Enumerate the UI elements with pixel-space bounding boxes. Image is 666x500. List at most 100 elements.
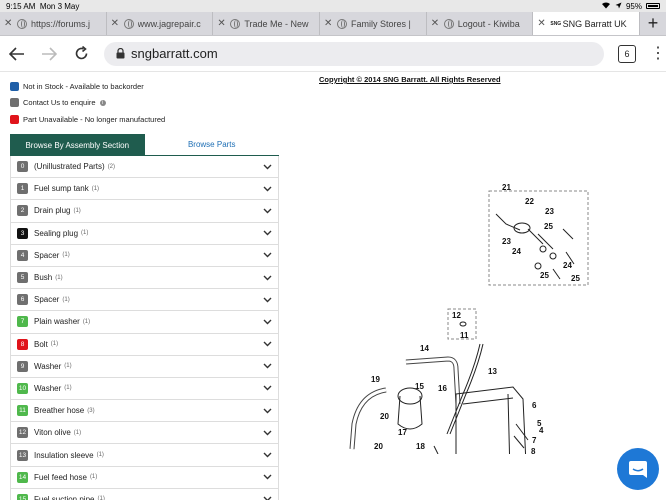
callout-13[interactable]: 13 xyxy=(488,367,497,376)
chevron-down-icon[interactable] xyxy=(263,474,272,480)
tab-label: Family Stores | xyxy=(351,18,411,29)
chevron-down-icon[interactable] xyxy=(263,408,272,414)
callout-20[interactable]: 20 xyxy=(380,412,389,421)
part-name: Spacer xyxy=(34,295,60,305)
back-button[interactable] xyxy=(8,45,26,63)
callout-25[interactable]: 25 xyxy=(544,222,553,231)
panel-tabs: Browse By Assembly Section Browse Parts xyxy=(10,134,279,156)
chevron-down-icon[interactable] xyxy=(263,430,272,436)
tab-label: www.jagrepair.c xyxy=(137,18,201,29)
close-tab-icon[interactable]: ✕ xyxy=(324,18,333,29)
callout-24[interactable]: 24 xyxy=(563,261,572,270)
tab-count-button[interactable]: 6 xyxy=(618,44,636,63)
fuel-feed-hose xyxy=(405,356,461,405)
callout-12[interactable]: 12 xyxy=(452,311,461,320)
part-count: (1) xyxy=(73,207,81,214)
callout-23[interactable]: 23 xyxy=(545,207,554,216)
legend-swatch xyxy=(10,81,19,91)
chevron-down-icon[interactable] xyxy=(263,186,272,192)
detail-clip-2 xyxy=(534,262,542,270)
callout-17[interactable]: 17 xyxy=(398,428,407,437)
sender-body xyxy=(397,395,423,430)
browser-tab-1[interactable]: ✕ https://forums.j xyxy=(0,12,107,35)
callout-11[interactable]: 11 xyxy=(460,331,469,340)
callout-8[interactable]: 8 xyxy=(531,447,536,454)
globe-icon xyxy=(230,18,241,29)
callout-19[interactable]: 19 xyxy=(371,375,380,384)
menu-button[interactable]: ⋮ xyxy=(650,45,666,62)
close-tab-icon[interactable]: ✕ xyxy=(217,18,226,29)
callout-23[interactable]: 23 xyxy=(502,237,511,246)
chevron-down-icon[interactable] xyxy=(263,297,272,303)
close-tab-icon[interactable]: ✕ xyxy=(430,18,440,29)
browser-tab-2[interactable]: ✕ www.jagrepair.c xyxy=(107,12,214,35)
chevron-down-icon[interactable] xyxy=(263,164,272,170)
callout-25[interactable]: 25 xyxy=(540,271,549,280)
callout-14[interactable]: 14 xyxy=(420,344,429,353)
info-icon[interactable]: i xyxy=(99,99,106,106)
parts-browser-panel: Browse By Assembly Section Browse Parts … xyxy=(10,134,279,500)
copyright-link[interactable]: Copyright © 2014 SNG Barratt. All Rights… xyxy=(319,75,501,84)
callout-20[interactable]: 20 xyxy=(374,442,383,451)
callout-15[interactable]: 15 xyxy=(415,382,424,391)
arrow-left-icon xyxy=(9,46,24,61)
tab-label: Trade Me - New xyxy=(244,18,309,29)
part-number-badge: 0 xyxy=(17,161,28,173)
close-tab-icon[interactable]: ✕ xyxy=(4,18,13,29)
url-bar[interactable]: sngbarratt.com xyxy=(104,41,604,66)
browser-tab-3[interactable]: ✕ Trade Me - New xyxy=(213,12,321,35)
legend-text: Contact Us to enquire xyxy=(23,98,96,108)
close-tab-icon[interactable]: ✕ xyxy=(110,18,120,29)
callout-22[interactable]: 22 xyxy=(525,197,534,206)
chevron-down-icon[interactable] xyxy=(263,252,272,258)
reload-icon xyxy=(75,46,87,60)
callout-4[interactable]: 4 xyxy=(539,426,544,435)
chevron-down-icon[interactable] xyxy=(263,341,272,347)
chevron-down-icon[interactable] xyxy=(263,319,272,325)
part-count: (1) xyxy=(64,385,72,392)
callout-16[interactable]: 16 xyxy=(438,384,447,393)
callout-6[interactable]: 6 xyxy=(532,401,537,410)
callout-24[interactable]: 24 xyxy=(512,247,521,256)
browser-tab-4[interactable]: ✕ Family Stores | xyxy=(320,12,427,35)
new-tab-button[interactable]: + xyxy=(640,12,666,35)
chevron-down-icon[interactable] xyxy=(263,496,272,500)
tab-browse-by-assembly[interactable]: Browse By Assembly Section xyxy=(10,134,145,156)
callout-21[interactable]: 21 xyxy=(502,183,511,192)
chevron-down-icon[interactable] xyxy=(263,208,272,214)
forward-button[interactable] xyxy=(40,45,58,63)
browser-tab-5[interactable]: ✕ Logout - Kiwiba xyxy=(427,12,534,35)
reload-button[interactable] xyxy=(72,45,90,63)
callout-18[interactable]: 18 xyxy=(416,442,425,451)
callout-7[interactable]: 7 xyxy=(532,436,537,445)
status-date: Mon 3 May xyxy=(39,1,80,11)
chevron-down-icon[interactable] xyxy=(263,385,272,391)
live-chat-button[interactable] xyxy=(617,448,659,490)
tab-browse-parts[interactable]: Browse Parts xyxy=(144,134,279,156)
chevron-down-icon[interactable] xyxy=(263,275,272,281)
chevron-down-icon[interactable] xyxy=(263,230,272,236)
chevron-down-icon[interactable] xyxy=(263,452,272,458)
callout-5[interactable]: 5 xyxy=(537,419,542,428)
part-number-badge: 2 xyxy=(17,205,28,217)
close-tab-icon[interactable]: ✕ xyxy=(537,18,546,29)
callout-25[interactable]: 25 xyxy=(571,274,580,283)
chevron-down-icon[interactable] xyxy=(263,363,272,369)
part-row-0[interactable]: 0(Unillustrated Parts)(2) xyxy=(11,156,278,179)
browser-tab-6-active[interactable]: ✕ SNG Barratt UK xyxy=(533,12,641,35)
